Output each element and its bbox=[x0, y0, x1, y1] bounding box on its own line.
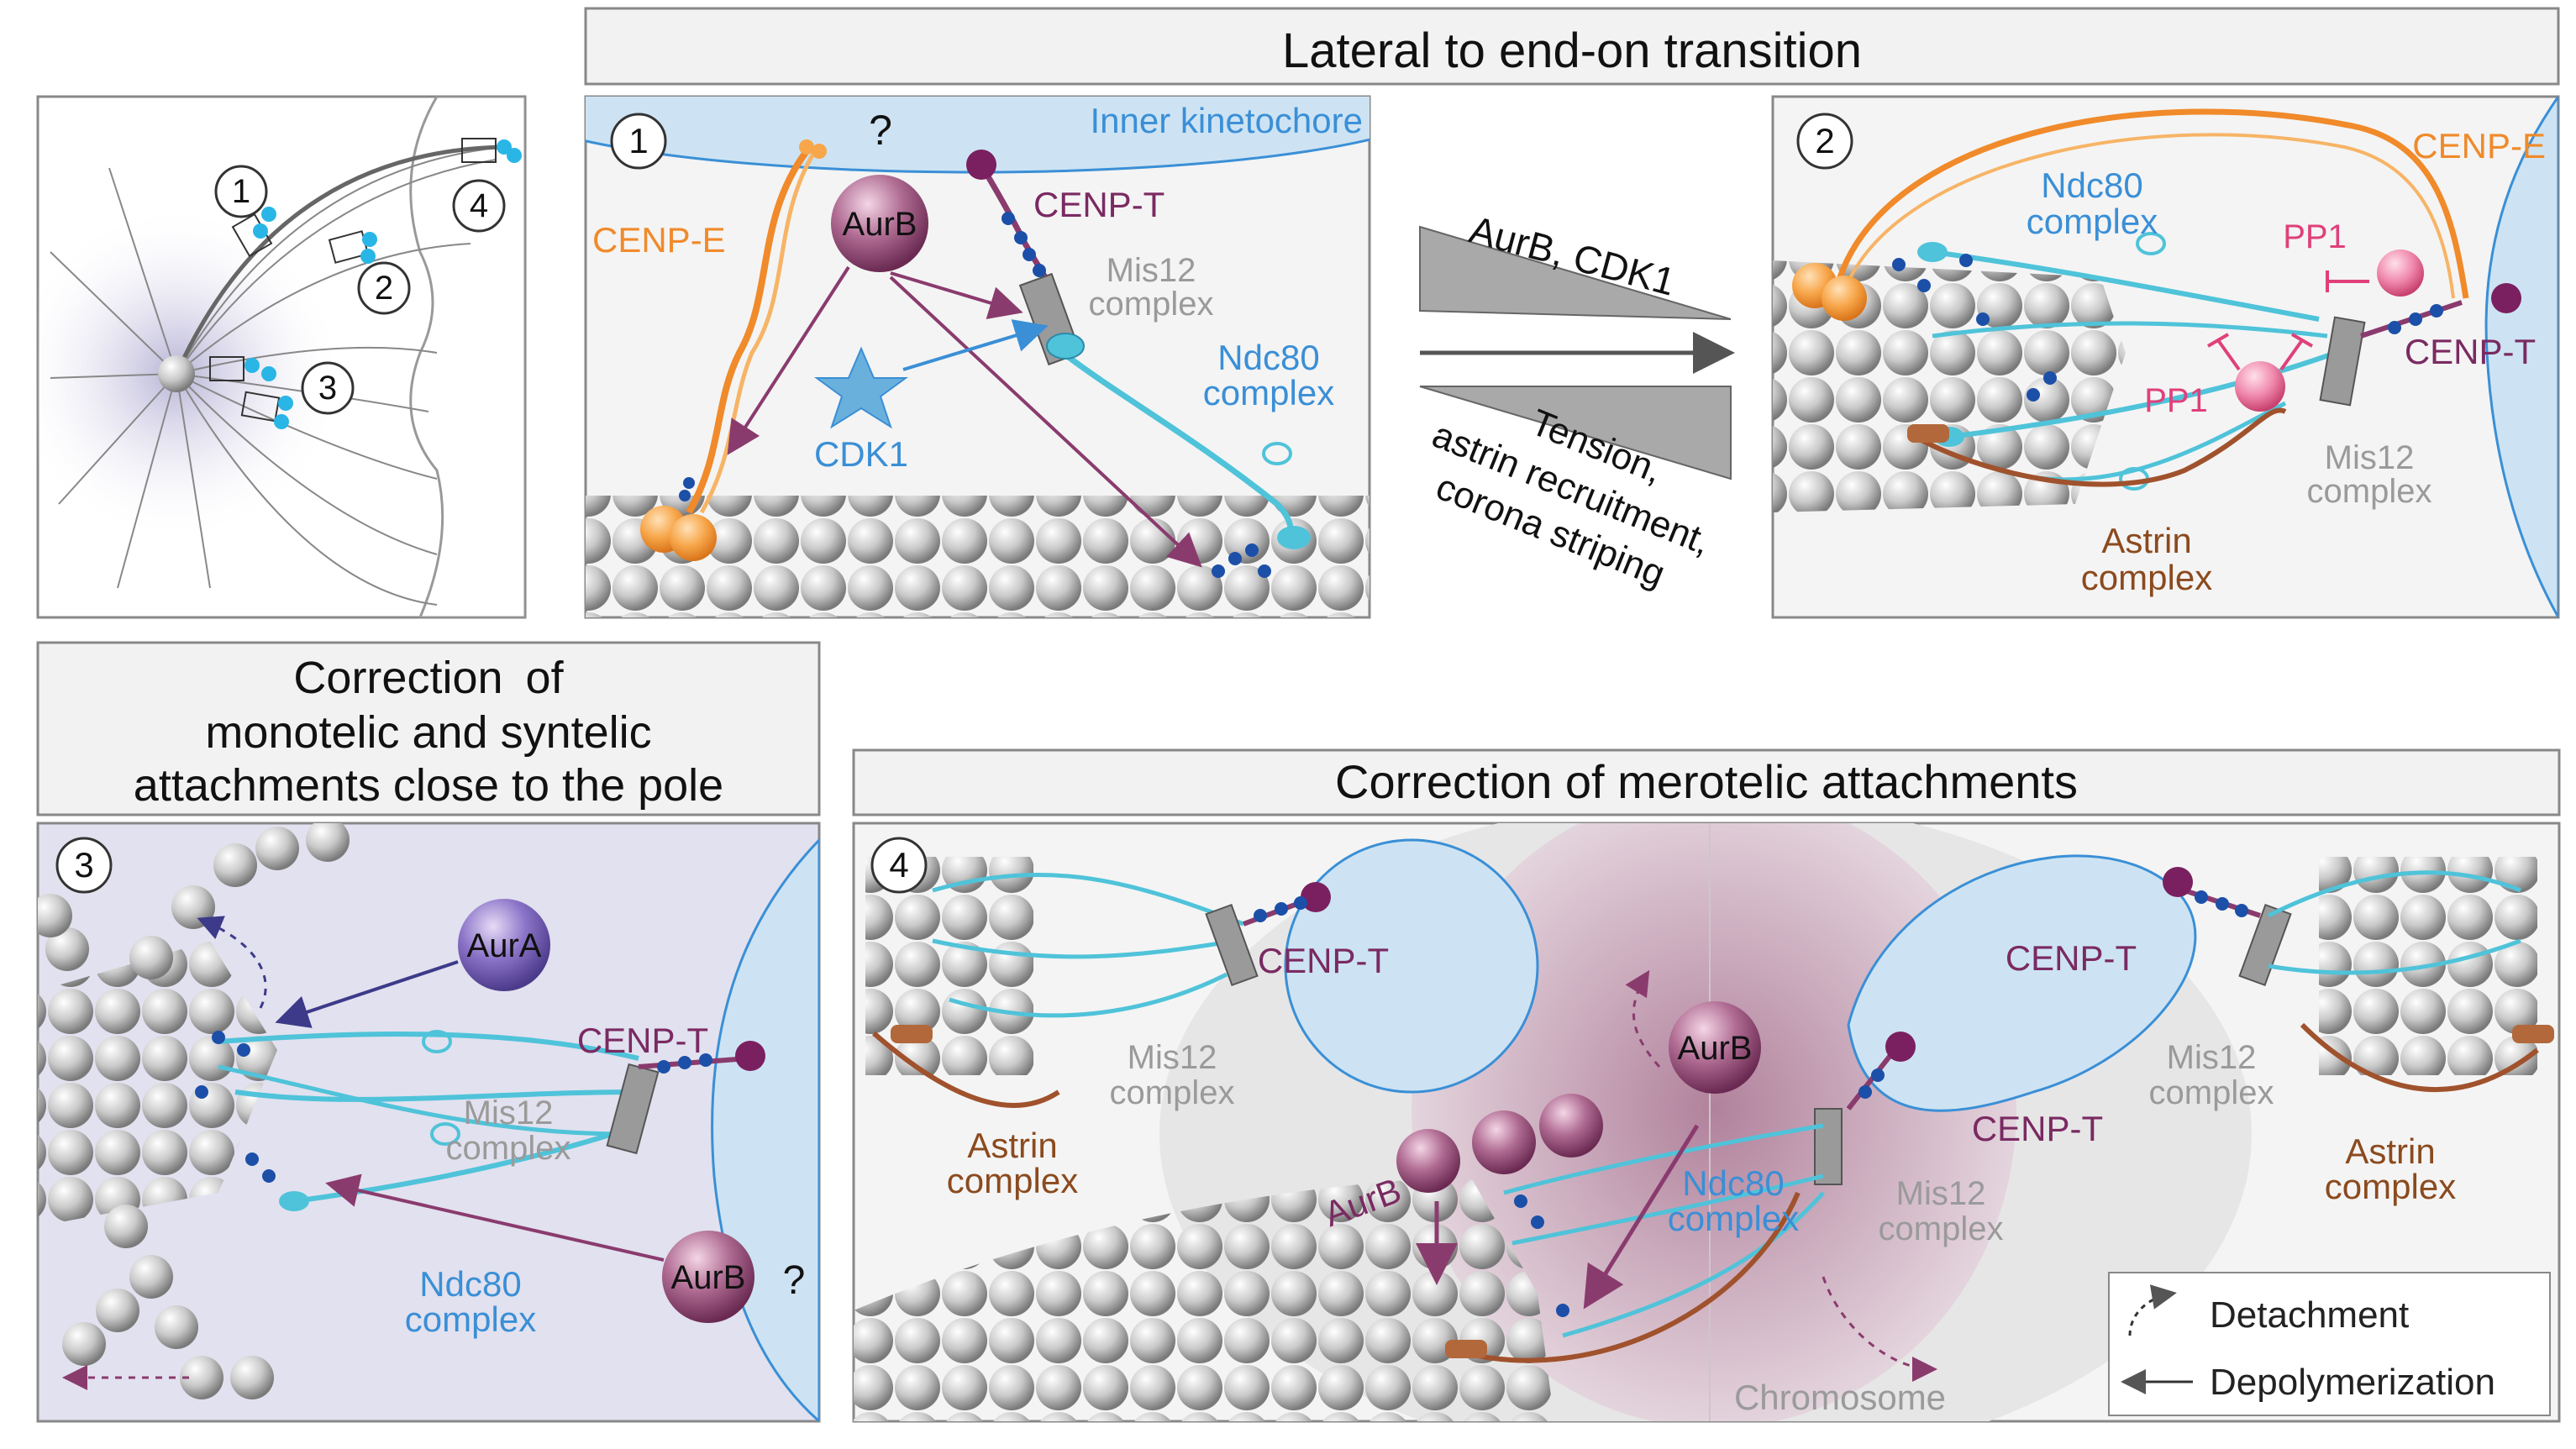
label-inner-kinetochore: Inner kinetochore bbox=[1090, 101, 1363, 140]
svg-text:monotelic and syntelic: monotelic and syntelic bbox=[205, 707, 651, 758]
label-aurb: AurB bbox=[843, 206, 917, 243]
aura-ball bbox=[458, 899, 550, 991]
label-ndc80: Ndc80 bbox=[1217, 338, 1319, 377]
merotelic-region bbox=[1412, 823, 2016, 1421]
microtubule-bundle bbox=[38, 941, 277, 1226]
label-astrin: Astrin bbox=[2101, 521, 2191, 560]
label-cenpt: CENP-T bbox=[2405, 332, 2536, 371]
label-cenpe: CENP-E bbox=[2412, 126, 2546, 165]
cenpt-head bbox=[2491, 283, 2521, 313]
svg-text:complex: complex bbox=[446, 1130, 571, 1167]
svg-text:complex: complex bbox=[1110, 1074, 1235, 1111]
label-aura: AurA bbox=[467, 927, 542, 964]
panel-4-number: 4 bbox=[889, 845, 908, 885]
svg-text:complex: complex bbox=[1879, 1210, 2004, 1247]
panel-2-number: 2 bbox=[1815, 121, 1834, 160]
label-mis12: Mis12 bbox=[1107, 252, 1196, 289]
microtubule-merotelic bbox=[854, 1176, 1554, 1421]
label-mis12-mid: Mis12 bbox=[1896, 1175, 1986, 1212]
kinetochore-dots bbox=[244, 139, 522, 429]
label-cenpe: CENP-E bbox=[592, 220, 726, 260]
cenpe-coil bbox=[686, 149, 810, 514]
label-aurb: AurB bbox=[671, 1259, 746, 1296]
kinetochore-plate bbox=[2484, 97, 2558, 617]
label-question: ? bbox=[783, 1258, 806, 1303]
svg-text:4: 4 bbox=[470, 187, 488, 224]
microtubule-plus-end bbox=[1773, 260, 2126, 512]
legend: Detachment Depolymerization bbox=[2108, 1272, 2551, 1416]
label-mis12-right: Mis12 bbox=[2167, 1039, 2257, 1076]
kinetochore-right bbox=[1847, 854, 2197, 1112]
label-chromosome: Chromosome bbox=[1734, 1378, 1946, 1417]
pp1-ball bbox=[2377, 249, 2424, 297]
svg-text:1: 1 bbox=[232, 173, 250, 210]
legend-detachment: Detachment bbox=[2210, 1294, 2409, 1336]
svg-text:2: 2 bbox=[375, 270, 393, 307]
title-correction-pole-box: Correction of monotelic and syntelic att… bbox=[36, 641, 821, 816]
microtubule-beads bbox=[38, 823, 350, 1399]
svg-text:3: 3 bbox=[318, 370, 337, 407]
label-question: ? bbox=[869, 107, 892, 154]
svg-text:attachments close to the pole: attachments close to the pole bbox=[134, 760, 723, 811]
overview-panel: 1 2 3 4 bbox=[36, 95, 527, 619]
cenpt-head bbox=[966, 150, 996, 180]
label-cenpt: CENP-T bbox=[1033, 185, 1164, 224]
label-cenpt-right: CENP-T bbox=[2006, 938, 2137, 978]
kinetochore-left bbox=[1284, 838, 1539, 1094]
label-pp1-2: PP1 bbox=[2144, 382, 2208, 419]
title-correction-pole: Correction of bbox=[293, 653, 564, 703]
panel-3: 3 AurA CENP-T Mis12 complex Ndc80 comple… bbox=[36, 822, 821, 1423]
svg-text:complex: complex bbox=[1089, 286, 1214, 323]
centrosome bbox=[158, 355, 195, 392]
panel-3-number: 3 bbox=[74, 845, 93, 885]
svg-text:complex: complex bbox=[2081, 558, 2212, 597]
svg-text:complex: complex bbox=[405, 1299, 536, 1339]
svg-text:complex: complex bbox=[2149, 1074, 2274, 1111]
transition-arrows: AurB, CDK1 Tension, astrin recruitment, … bbox=[1419, 207, 1735, 595]
panel-4: 4 CENP-T CENP-T CENP-T Mis12 complex Mis… bbox=[852, 822, 2561, 1423]
label-cenpt: CENP-T bbox=[577, 1021, 708, 1060]
svg-text:complex: complex bbox=[947, 1161, 1078, 1200]
cenpe-coil bbox=[1837, 108, 2469, 299]
label-ndc80: Ndc80 bbox=[419, 1264, 521, 1304]
label-aurb-top: AurB bbox=[1678, 1030, 1753, 1067]
label-pp1: PP1 bbox=[2283, 218, 2347, 255]
panel-1-number: 1 bbox=[628, 121, 648, 160]
label-mis12: Mis12 bbox=[464, 1095, 554, 1131]
label-mis12: Mis12 bbox=[2325, 439, 2415, 476]
overview-labels: 1 2 3 4 bbox=[214, 165, 506, 415]
title-merotelic: Correction of merotelic attachments bbox=[1335, 755, 2078, 808]
legend-detachment-symbol bbox=[2128, 1284, 2177, 1336]
label-astrin-left: Astrin bbox=[967, 1126, 1057, 1165]
aurb-ball bbox=[662, 1231, 754, 1323]
aurb-ball bbox=[1669, 1001, 1761, 1094]
astrin-fiber bbox=[1914, 407, 2287, 487]
label-cdk1: CDK1 bbox=[814, 434, 908, 474]
title-merotelic-box: Correction of merotelic attachments bbox=[852, 748, 2561, 816]
panel-2: 2 CENP-E Ndc80 complex PP1 PP1 CENP-T Mi… bbox=[1771, 95, 2560, 619]
astral-microtubules bbox=[50, 146, 505, 606]
label-astrin-right: Astrin bbox=[2345, 1131, 2435, 1171]
cenpt-head bbox=[735, 1041, 765, 1071]
svg-text:complex: complex bbox=[2027, 202, 2158, 241]
svg-text:complex: complex bbox=[2307, 473, 2432, 510]
svg-text:complex: complex bbox=[2325, 1167, 2456, 1206]
title-transition: Lateral to end-on transition bbox=[1282, 24, 1862, 78]
pp1-ball-2 bbox=[2235, 361, 2285, 412]
svg-text:complex: complex bbox=[1668, 1199, 1799, 1238]
title-transition-box: Lateral to end-on transition bbox=[584, 7, 2560, 86]
label-ndc80: Ndc80 bbox=[2041, 165, 2142, 205]
mis12-rods bbox=[2319, 316, 2366, 407]
cdk1-star bbox=[813, 346, 909, 429]
legend-depolymerization: Depolymerization bbox=[2210, 1362, 2495, 1403]
label-mis12-left: Mis12 bbox=[1128, 1039, 1217, 1076]
panel-1: 1 Inner kinetochore ? CENP-E AurB CENP-T… bbox=[584, 95, 1371, 619]
label-cenpt-left: CENP-T bbox=[1258, 941, 1389, 980]
label-ndc80: Ndc80 bbox=[1682, 1163, 1784, 1203]
label-cenpt-mid: CENP-T bbox=[1972, 1109, 2103, 1148]
aurb-ball bbox=[831, 175, 928, 272]
svg-text:complex: complex bbox=[1203, 373, 1334, 412]
